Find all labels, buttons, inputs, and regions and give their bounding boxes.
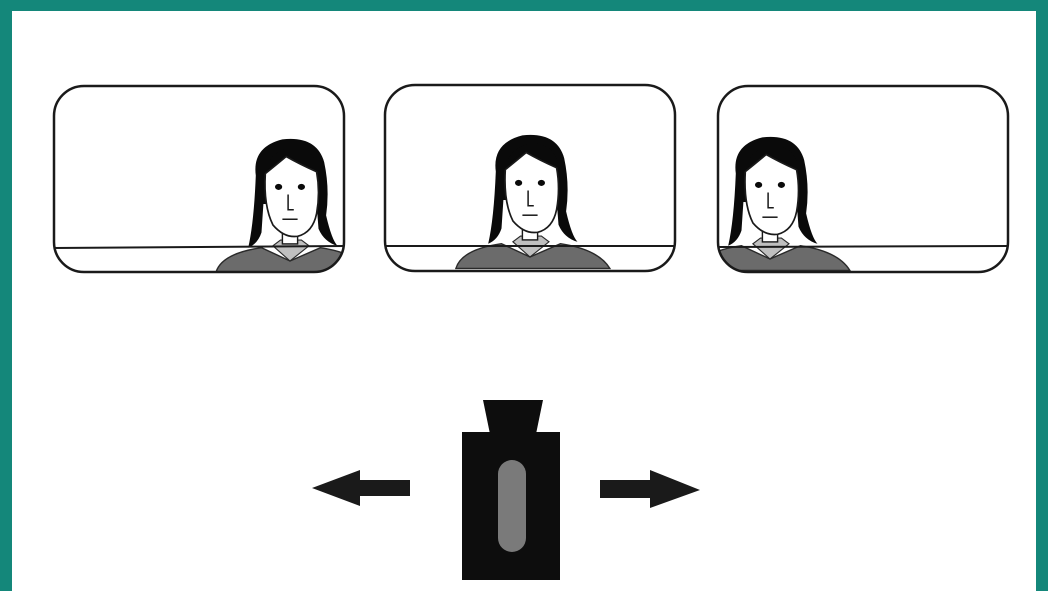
arrow-right-icon <box>600 470 700 508</box>
person-framed-right-icon <box>216 139 370 272</box>
frame-center <box>385 85 675 271</box>
frame-right <box>696 86 1008 272</box>
diagram-panel <box>12 11 1036 591</box>
person-framed-center-icon <box>456 135 610 268</box>
arrow-left-icon <box>312 470 410 506</box>
diagram-canvas <box>12 11 1036 591</box>
frame-left <box>54 86 370 272</box>
camera-icon <box>462 400 560 580</box>
